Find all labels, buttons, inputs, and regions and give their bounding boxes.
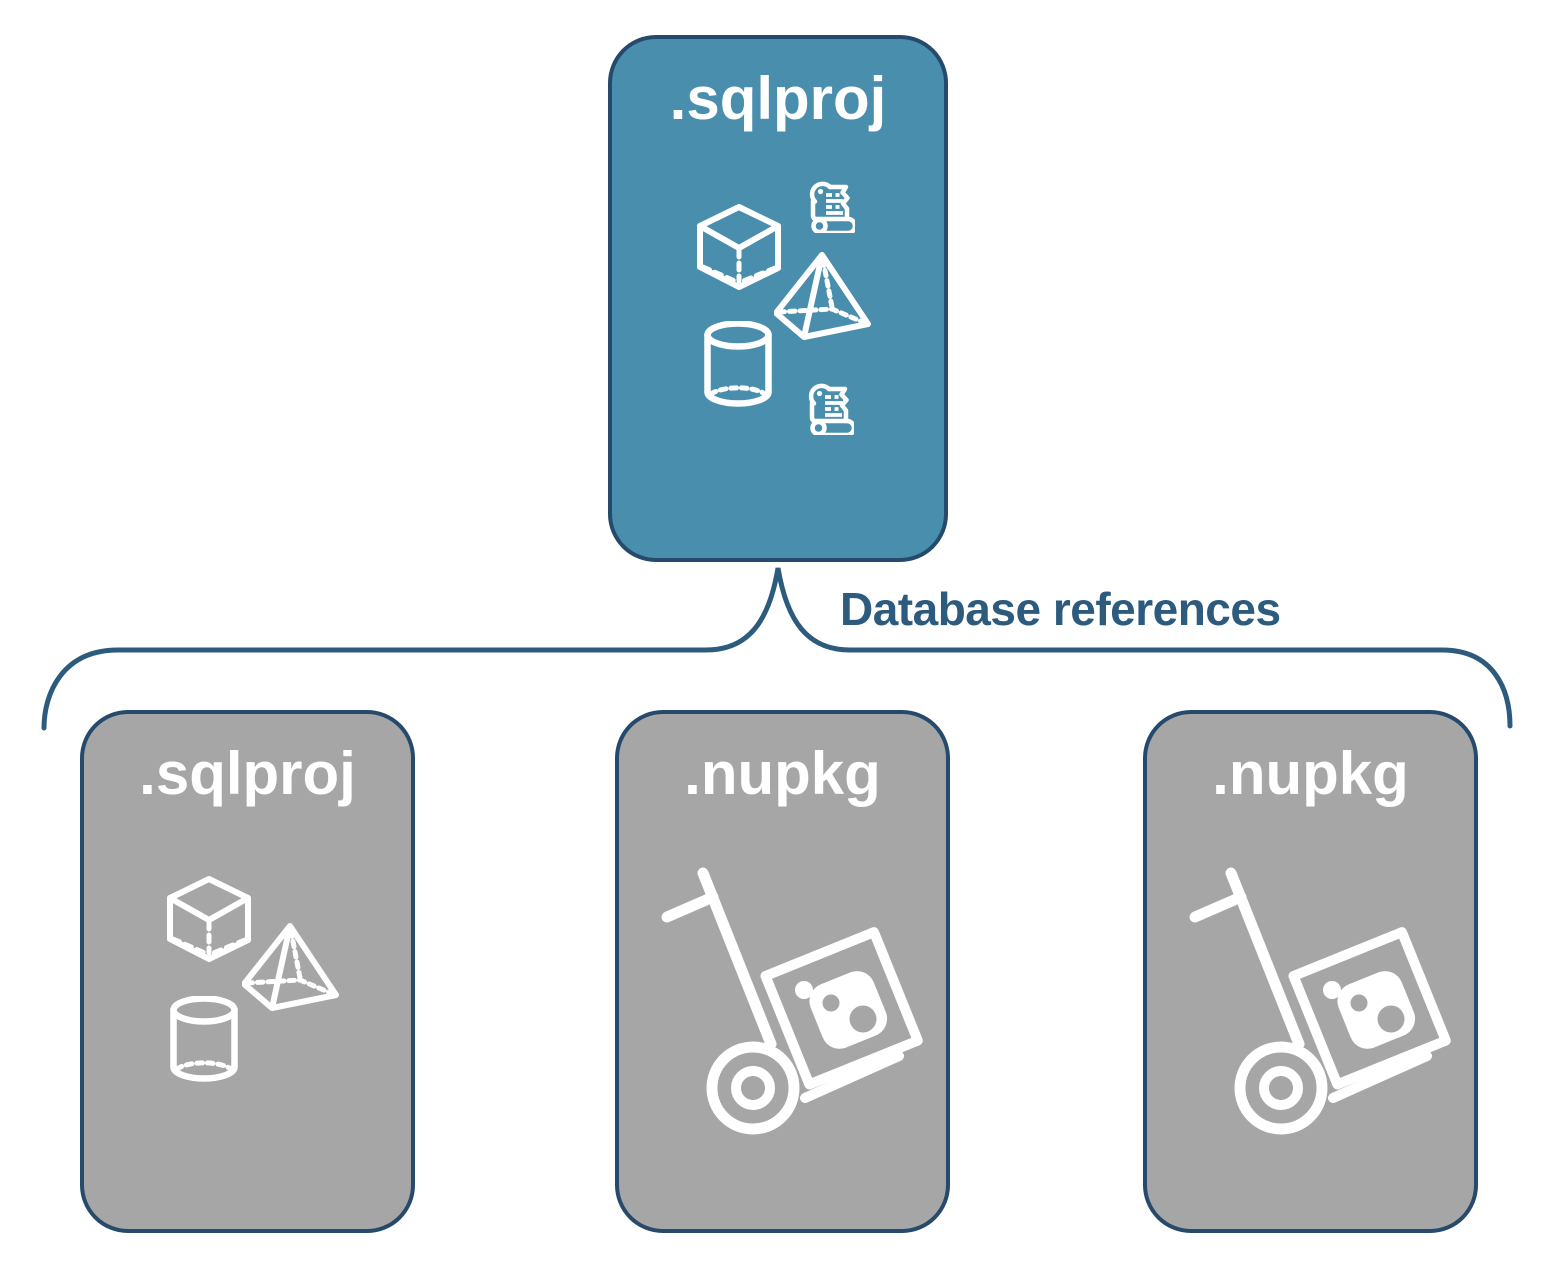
node-root-sqlproj: .sqlproj [608,35,948,562]
node-child-nupkg: .nupkg [1143,710,1478,1233]
node-child-label: .sqlproj [139,740,356,807]
cylinder-icon [704,321,772,407]
cube-icon [167,876,251,962]
nuget-hand-truck-icon [1189,867,1451,1135]
script-scroll-icon [809,181,855,233]
cylinder-icon [170,996,238,1082]
node-child-label: .nupkg [1212,740,1409,807]
nuget-hand-truck-icon [661,867,923,1135]
node-root-label: .sqlproj [669,65,887,132]
cube-icon [697,204,781,290]
node-child-sqlproj: .sqlproj [80,710,415,1233]
node-child-nupkg: .nupkg [615,710,950,1233]
pyramid-icon [774,252,871,340]
node-child-label: .nupkg [684,740,881,807]
script-scroll-icon [808,383,854,435]
connector-label: Database references [840,583,1281,635]
pyramid-icon [242,923,339,1011]
